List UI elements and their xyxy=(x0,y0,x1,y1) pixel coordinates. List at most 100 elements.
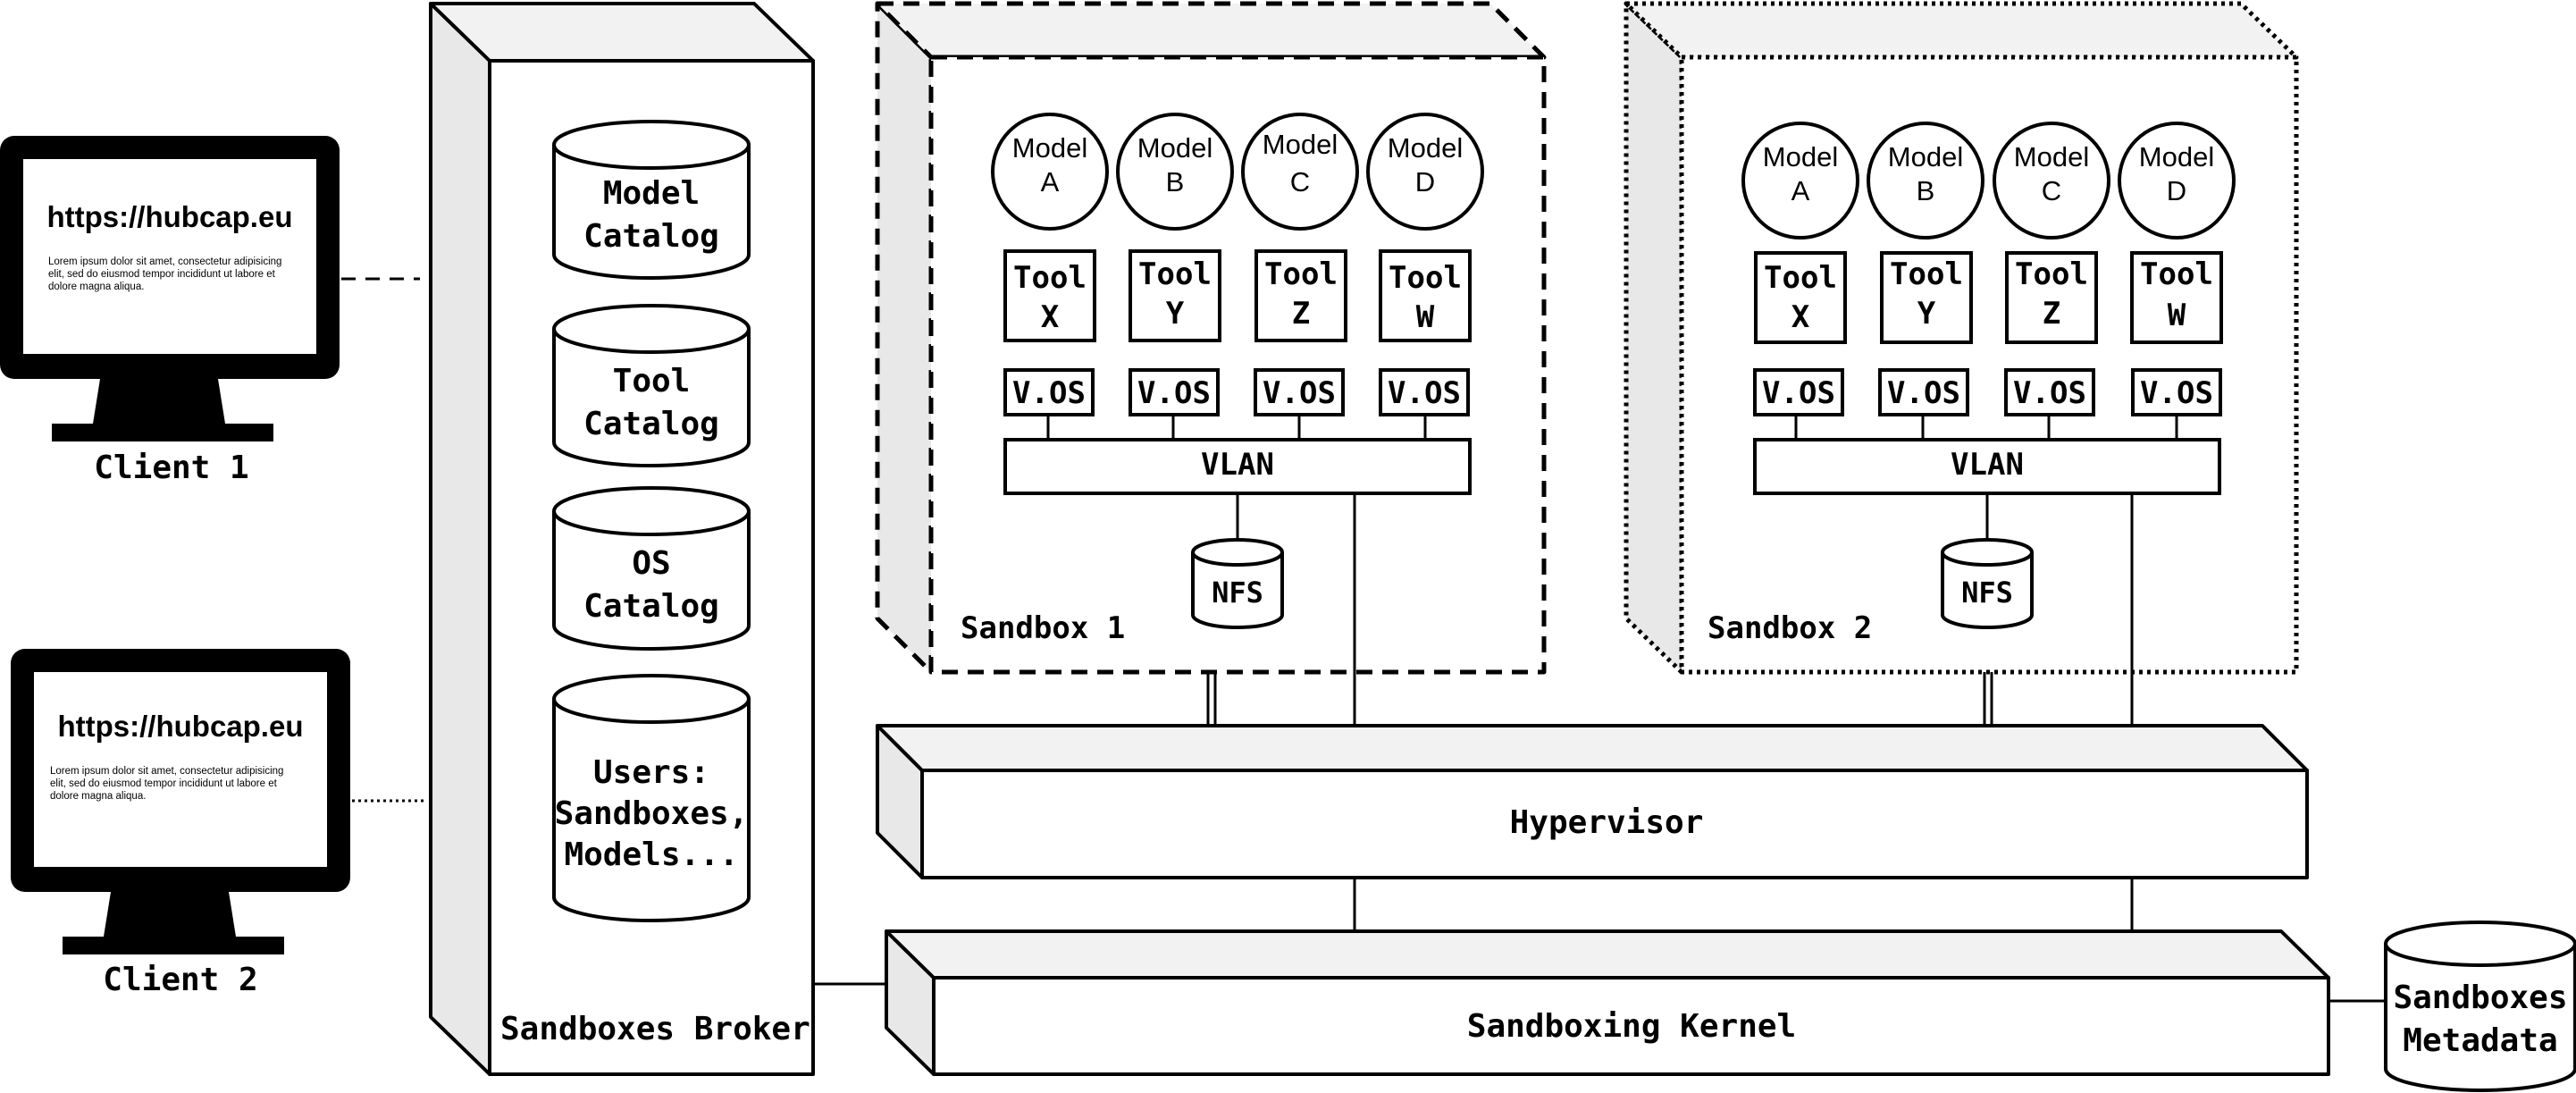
tool-node: Tool Z xyxy=(2005,251,2098,344)
tool-node: Tool Y xyxy=(1880,251,1973,344)
database-icon xyxy=(552,304,751,467)
model-line: D xyxy=(1415,166,1435,198)
catalog-line: Catalog xyxy=(583,406,719,442)
tool-line: X xyxy=(1041,299,1060,335)
tool-line: X xyxy=(1791,299,1810,335)
client-label: Client 2 xyxy=(103,962,257,998)
database-icon xyxy=(1191,538,1284,629)
kernel-label: Sandboxing Kernel xyxy=(1467,1008,1796,1045)
vos-node: V.OS xyxy=(1753,368,1844,416)
model-line: B xyxy=(1917,175,1935,206)
vos-node: V.OS xyxy=(1379,368,1470,416)
sandbox-2-wiring xyxy=(1794,415,2178,726)
model-node: Model D xyxy=(1366,113,1484,231)
vos-node: V.OS xyxy=(1878,368,1969,416)
nfs-storage: NFS xyxy=(1191,538,1284,629)
model-line: Model xyxy=(1763,141,1838,172)
catalog-line: Catalog xyxy=(583,218,719,255)
client-lorem-line: dolore magna aliqua. xyxy=(48,282,144,292)
vos-label: V.OS xyxy=(1012,375,1086,411)
catalog-line: Catalog xyxy=(583,588,719,625)
tool-node: Tool Z xyxy=(1254,249,1347,342)
model-line: A xyxy=(1791,175,1810,206)
tool-line: W xyxy=(1416,299,1435,335)
client-1: https://hubcap.eu Lorem ipsum dolor sit … xyxy=(0,136,340,486)
tool-line: Tool xyxy=(1764,260,1837,296)
vos-label: V.OS xyxy=(1388,375,1461,411)
client-lorem-line: elit, sed do eiusmod tempor incididunt u… xyxy=(50,778,278,789)
model-line: Model xyxy=(1888,141,1963,172)
database-icon xyxy=(552,674,751,922)
hypervisor-kernel-connectors xyxy=(1353,878,2134,931)
metadata-line: Metadata xyxy=(2403,1022,2557,1059)
vlan-label: VLAN xyxy=(1201,447,1274,483)
model-line: Model xyxy=(2014,141,2089,172)
os-catalog: OS Catalog xyxy=(552,486,751,651)
model-line: C xyxy=(2042,175,2061,206)
vos-label: V.OS xyxy=(2140,375,2213,411)
client-label: Client 1 xyxy=(94,450,248,486)
vos-node: V.OS xyxy=(2004,368,2095,416)
catalog-line: Model xyxy=(603,175,700,212)
model-catalog: Model Catalog xyxy=(552,120,751,280)
tool-catalog: Tool Catalog xyxy=(552,304,751,467)
tool-node: Tool W xyxy=(2130,251,2223,344)
vos-node: V.OS xyxy=(1129,368,1220,416)
model-line: A xyxy=(1041,166,1060,198)
client-2: https://hubcap.eu Lorem ipsum dolor sit … xyxy=(11,649,350,998)
users-catalog: Users: Sandboxes, Models... xyxy=(552,674,751,922)
sandboxes-metadata: Sandboxes Metadata xyxy=(2384,921,2576,1092)
client-lorem-line: Lorem ipsum dolor sit amet, consectetur … xyxy=(50,766,283,777)
broker-label: Sandboxes Broker xyxy=(500,1011,810,1047)
monitor-icon xyxy=(0,136,340,441)
tool-line: Y xyxy=(1166,296,1185,332)
model-line: Model xyxy=(1012,132,1087,164)
sandbox-1-wiring xyxy=(1046,415,1427,726)
model-line: Model xyxy=(1137,132,1212,164)
database-icon xyxy=(552,486,751,651)
model-line: D xyxy=(2167,175,2186,206)
model-node: Model B xyxy=(1867,122,1984,240)
vos-label: V.OS xyxy=(1762,375,1835,411)
nfs-label: NFS xyxy=(1961,576,2013,610)
vlan-label: VLAN xyxy=(1951,447,2024,483)
monitor-icon xyxy=(11,649,350,954)
model-node: Model A xyxy=(1741,122,1859,240)
tool-line: Y xyxy=(1917,296,1936,332)
vos-node: V.OS xyxy=(1003,368,1095,416)
client-url: https://hubcap.eu xyxy=(47,200,293,233)
tool-line: Tool xyxy=(1389,260,1462,296)
vlan-bar: VLAN xyxy=(1753,438,2221,495)
vlan-bar: VLAN xyxy=(1003,438,1472,495)
model-line: Model xyxy=(2139,141,2214,172)
catalog-line: Models... xyxy=(564,837,738,873)
model-node: Model D xyxy=(2118,122,2236,240)
tool-node: Tool X xyxy=(1003,249,1096,342)
hypervisor-label: Hypervisor xyxy=(1510,804,1704,841)
tool-node: Tool W xyxy=(1379,249,1472,342)
client-url: https://hubcap.eu xyxy=(58,710,304,743)
vos-label: V.OS xyxy=(2013,375,2086,411)
vos-node: V.OS xyxy=(2131,368,2222,416)
catalog-line: Tool xyxy=(613,363,691,399)
tool-line: W xyxy=(2168,298,2186,333)
nfs-storage: NFS xyxy=(1941,538,2034,629)
database-icon xyxy=(552,120,751,280)
vos-node: V.OS xyxy=(1254,368,1345,416)
model-line: Model xyxy=(1263,129,1338,160)
client-lorem-line: elit, sed do eiusmod tempor incididunt u… xyxy=(48,269,276,280)
model-node: Model C xyxy=(1993,122,2110,240)
hypervisor xyxy=(876,724,2309,879)
catalog-line: Sandboxes, xyxy=(555,795,749,832)
sandbox-label: Sandbox 1 xyxy=(961,610,1125,646)
tool-node: Tool Y xyxy=(1129,249,1221,342)
metadata-line: Sandboxes xyxy=(2393,979,2567,1016)
model-line: Model xyxy=(1388,132,1463,164)
client-lorem-line: Lorem ipsum dolor sit amet, consectetur … xyxy=(48,256,281,267)
vos-label: V.OS xyxy=(1137,375,1211,411)
tool-line: Z xyxy=(1292,296,1310,332)
model-node: Model B xyxy=(1116,113,1234,231)
client-lorem-line: dolore magna aliqua. xyxy=(50,791,146,802)
